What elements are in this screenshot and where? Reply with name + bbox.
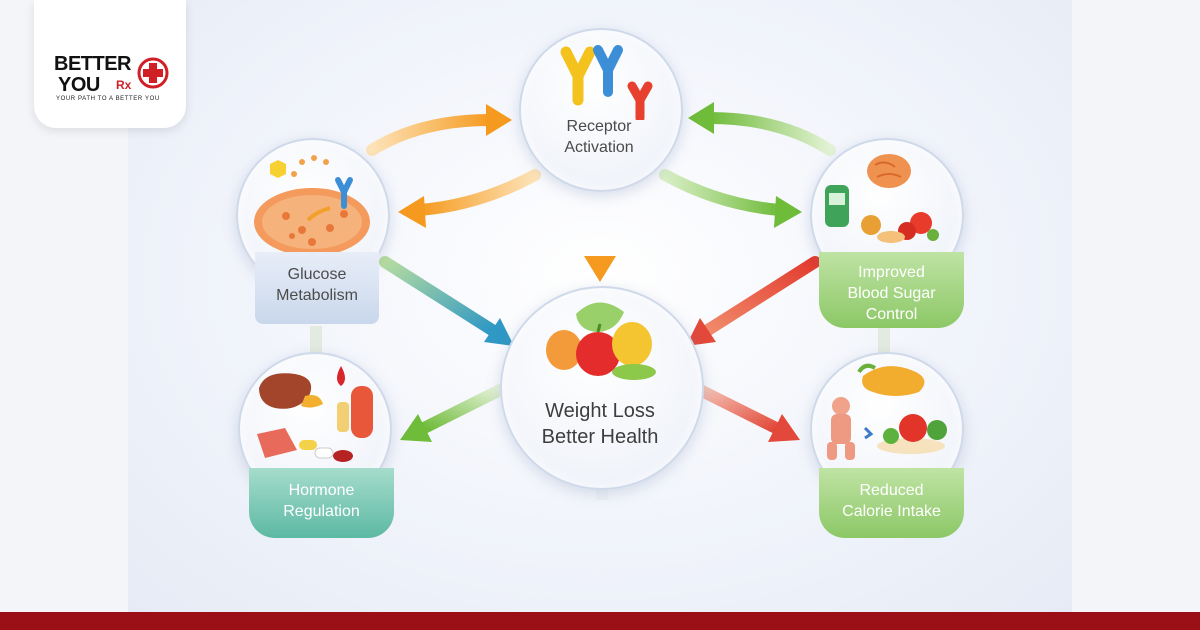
receptor-y-icons <box>560 45 653 120</box>
brand-name-line2: YOU <box>58 74 100 96</box>
arrow-glucose-to-center <box>379 256 498 336</box>
brand-rx: Rx <box>116 78 132 92</box>
liver-food-icon <box>257 366 373 462</box>
hormone-label-line1: Hormone <box>288 482 355 499</box>
arrow-bloodsugar-to-receptor <box>704 112 836 156</box>
glucose-label-box: Glucose Metabolism <box>255 252 379 324</box>
arrowhead-icon <box>686 318 716 346</box>
calorie-label-line2: Calorie Intake <box>842 503 941 520</box>
arrow-center-to-calorie <box>694 384 782 434</box>
footer-bar <box>0 612 1200 630</box>
fruit-vegetables-icon <box>546 302 656 380</box>
calorie-label-line1: Reduced <box>859 482 924 499</box>
center-label: Weight Loss Better Health <box>500 398 700 450</box>
brain-glucometer-food-icon <box>825 154 939 243</box>
arrowhead-icon <box>484 318 514 346</box>
glucose-label-line2: Metabolism <box>276 287 358 304</box>
center-label-line2: Better Health <box>541 426 659 448</box>
brand-tagline: YOUR PATH TO A BETTER YOU <box>56 96 160 102</box>
arrow-bloodsugar-to-center <box>702 256 821 336</box>
arrowhead-icon <box>584 256 616 282</box>
body-pancreas-food-icon <box>827 363 947 460</box>
glucose-label-line1: Glucose <box>287 266 347 283</box>
arrowhead-icon <box>398 196 426 228</box>
arrow-glucose-to-receptor <box>366 114 496 156</box>
arrow-receptor-to-glucose <box>414 169 541 216</box>
blood-sugar-label-line1: Improved <box>858 264 925 281</box>
cell-glucose-icon <box>254 155 370 256</box>
connector-right <box>878 326 890 354</box>
medical-cross-icon <box>137 57 169 89</box>
arrowhead-icon <box>486 104 512 136</box>
blood-sugar-label-box: Improved Blood Sugar Control <box>819 252 964 328</box>
receptor-label-line1: Receptor <box>566 118 632 135</box>
connector-left <box>310 326 322 354</box>
arrow-receptor-to-bloodsugar <box>659 169 786 216</box>
arrowhead-icon <box>774 196 802 228</box>
calorie-label-box: Reduced Calorie Intake <box>819 468 964 538</box>
brand-name-line1: BETTER <box>54 53 132 75</box>
arrowhead-icon <box>768 414 800 442</box>
arrowhead-icon <box>400 414 432 442</box>
hormone-label-box: Hormone Regulation <box>249 468 394 538</box>
brand-logo-card[interactable]: BETTER YOU Rx YOUR PATH TO A BETTER YOU <box>34 0 186 128</box>
blood-sugar-label-line3: Control <box>865 306 918 323</box>
hormone-label-line2: Regulation <box>283 503 360 520</box>
arrowhead-icon <box>688 102 714 134</box>
center-label-line1: Weight Loss <box>545 400 655 422</box>
receptor-label: Receptor Activation <box>519 116 679 158</box>
arrow-center-to-hormone <box>418 384 506 434</box>
blood-sugar-label-line2: Blood Sugar <box>847 285 936 302</box>
receptor-label-line2: Activation <box>564 139 634 156</box>
